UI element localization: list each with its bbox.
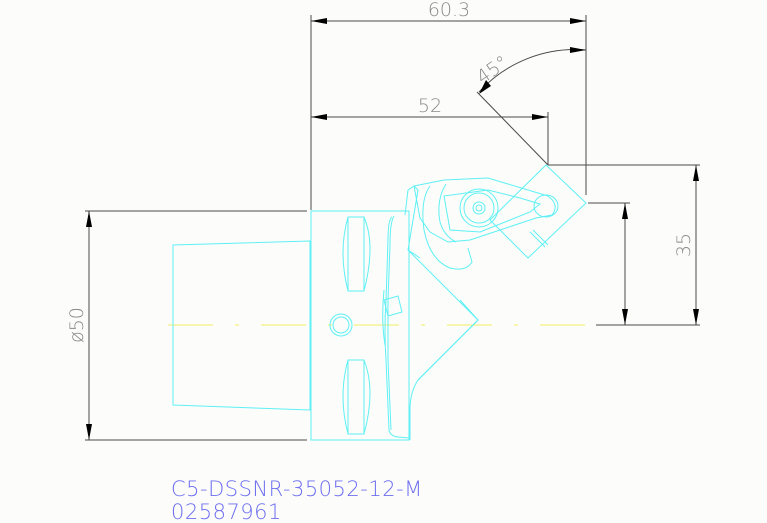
dimension-height-total: 35 bbox=[548, 164, 700, 326]
upper-slot bbox=[342, 216, 371, 292]
dimension-insert-length: 52 bbox=[311, 95, 549, 165]
clamp-tab bbox=[383, 295, 403, 317]
lower-slot bbox=[342, 359, 371, 435]
part-designation: C5-DSSNR-35052-12-M bbox=[171, 477, 423, 501]
dimension-height-tip bbox=[588, 202, 630, 325]
dimension-text-45-deg: 45° bbox=[472, 51, 512, 88]
dimension-text-60-3: 60.3 bbox=[428, 0, 470, 21]
shank bbox=[172, 240, 311, 411]
coolant-hole bbox=[329, 313, 353, 337]
dimension-angle: 45° bbox=[472, 47, 587, 166]
dimension-text-diameter-50: ø50 bbox=[66, 307, 88, 343]
toolholder-outline bbox=[172, 164, 587, 441]
arrow-head bbox=[532, 114, 548, 120]
arrow-head bbox=[86, 211, 92, 227]
part-number: 02587961 bbox=[171, 500, 282, 523]
arrow-head bbox=[693, 165, 699, 181]
clamp-screw bbox=[459, 188, 499, 228]
dimension-overall-length: 60.3 bbox=[310, 0, 587, 210]
insert bbox=[489, 164, 587, 259]
arrow-head bbox=[693, 309, 699, 325]
arrow-head bbox=[311, 18, 327, 24]
arrow-head bbox=[311, 114, 327, 120]
arrow-head bbox=[479, 80, 491, 94]
body-block bbox=[310, 210, 410, 441]
arrow-head bbox=[86, 424, 92, 440]
arrow-head bbox=[570, 18, 586, 24]
arrow-head bbox=[622, 309, 628, 325]
torx-icon bbox=[472, 201, 486, 215]
clamp-arm bbox=[413, 177, 556, 243]
dimension-text-35: 35 bbox=[673, 233, 695, 257]
arrow-head bbox=[570, 47, 586, 53]
head-diagonal bbox=[407, 249, 479, 381]
dimension-diameter: ø50 bbox=[66, 210, 307, 441]
clamp-nose bbox=[533, 194, 559, 218]
arrow-head bbox=[622, 203, 628, 219]
dimension-text-52: 52 bbox=[418, 95, 442, 117]
